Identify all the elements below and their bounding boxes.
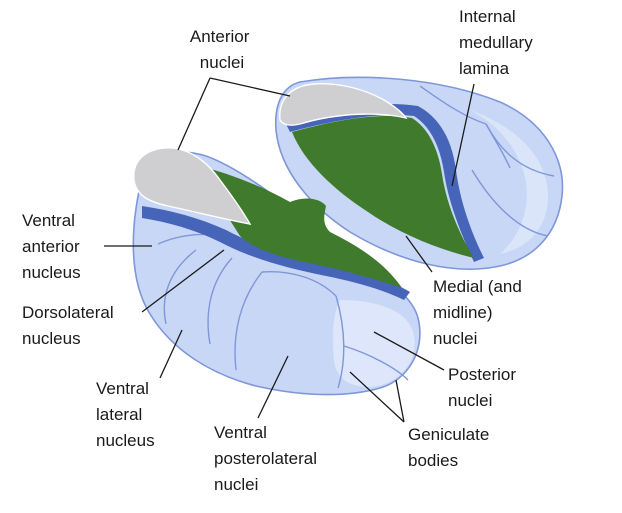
left-subdivision-line: [234, 271, 263, 371]
right-medial-nuclei: [292, 115, 474, 258]
left-subdivision-line: [207, 257, 233, 345]
leader-geniculate-bodies: [395, 379, 405, 423]
label-ventral-lateral-nucleus: Ventral lateral nucleus: [96, 379, 155, 450]
left-subdivision-line: [163, 249, 197, 325]
leader-medial-midline-nuclei: [405, 235, 433, 273]
label-ventral-posterolateral-nuclei: Ventral posterolateral nuclei: [214, 423, 322, 494]
leader-anterior-nuclei: [177, 77, 211, 151]
leader-geniculate-bodies: [349, 371, 405, 423]
leader-internal-medullary-lamina: [451, 83, 475, 187]
left-subdivision-line: [335, 295, 345, 389]
left-medial-nuclei: [200, 166, 402, 288]
leader-dorsolateral-nucleus: [141, 249, 225, 313]
right-subdivision-line: [485, 123, 511, 169]
label-internal-medullary-lamina: Internal medullary lamina: [459, 7, 537, 78]
left-thalamus: [132, 147, 421, 396]
label-geniculate-bodies: Geniculate bodies: [408, 425, 494, 470]
label-anterior-nuclei: Anterior nuclei: [190, 27, 254, 72]
left-thalamus-highlight: [332, 300, 415, 387]
right-anterior-nuclei: [279, 82, 408, 126]
label-dorsolateral-nucleus: Dorsolateral nucleus: [22, 303, 118, 348]
leader-ventral-posterolateral-nuclei: [257, 355, 289, 419]
leader-ventral-lateral-nucleus: [159, 329, 183, 379]
left-subdivision-line: [343, 345, 409, 381]
labels: Anterior nuclei Internal medullary lamin…: [22, 7, 537, 494]
leader-anterior-nuclei: [209, 77, 291, 97]
leader-posterior-nuclei: [373, 331, 445, 371]
label-posterior-nuclei: Posterior nuclei: [448, 365, 521, 410]
leader-lines: [104, 77, 475, 423]
left-anterior-nuclei: [133, 147, 252, 225]
right-subdivision-line: [419, 85, 487, 125]
right-subdivision-line: [471, 169, 549, 237]
right-thalamus-highlight: [470, 110, 548, 254]
label-medial-midline-nuclei: Medial (and midline) nuclei: [433, 277, 527, 348]
right-thalamus: [275, 76, 564, 270]
left-subdivision-line: [261, 271, 337, 297]
label-ventral-anterior-nucleus: Ventral anterior nucleus: [22, 211, 84, 282]
